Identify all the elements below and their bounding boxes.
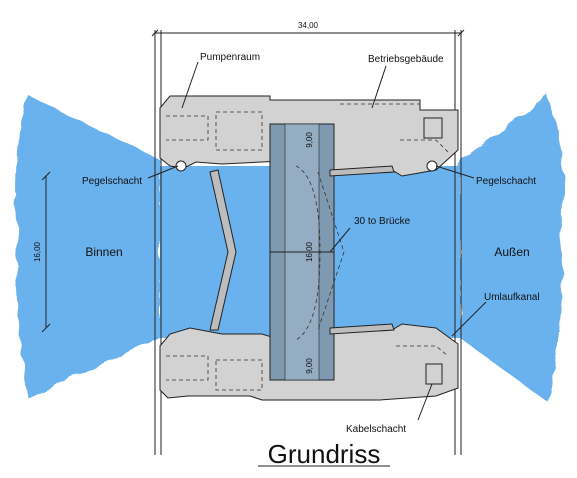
leader-line [451, 301, 487, 337]
label-umlaufkanal: Umlaufkanal [484, 292, 540, 303]
dimension-total-width: 34,00 [298, 21, 319, 30]
label-kabelschacht: Kabelschacht [346, 424, 406, 435]
dimension-tick [151, 29, 159, 37]
pump-room-outline [166, 115, 209, 141]
leader-line [417, 383, 433, 421]
side-label-inner: Binnen [85, 245, 122, 259]
leader-line [147, 165, 179, 179]
drawing-title: Grundriss [268, 439, 381, 469]
leader-line [371, 65, 387, 109]
room-outline [215, 111, 263, 151]
gate-outer-lower [329, 323, 395, 335]
dimension-gate-lower: 9,00 [305, 358, 314, 374]
shaft-outline [423, 117, 443, 139]
cable-shaft-outline [425, 363, 443, 385]
dimension-tick [41, 171, 51, 181]
label-bruecke: 30 to Brücke [354, 216, 411, 227]
water-inner [15, 95, 160, 398]
dimension-gate-upper: 9,00 [305, 132, 314, 148]
leader-line [181, 61, 199, 109]
dimension-tick [457, 29, 465, 37]
channel-outline [400, 139, 449, 153]
side-label-outer: Außen [494, 245, 529, 259]
dimension-tick [41, 323, 51, 333]
channel-outline [396, 345, 449, 357]
leader-line [329, 227, 351, 253]
gauge-shaft-right [426, 160, 438, 172]
gate-inner [209, 169, 237, 331]
gate-outer-upper [329, 165, 395, 177]
label-pegelschacht-right: Pegelschacht [476, 176, 536, 187]
room-outline [166, 355, 209, 381]
dimension-gate-center: 16,00 [305, 241, 314, 262]
room-outline [215, 359, 263, 391]
water-outer [460, 95, 564, 402]
label-betriebsgebaeude: Betriebsgebäude [368, 54, 444, 65]
leader-line [435, 165, 475, 179]
label-pumpenraum: Pumpenraum [200, 52, 260, 63]
gate-swing-outline [317, 171, 345, 331]
gauge-shaft-left [175, 160, 187, 172]
label-pegelschacht-left: Pegelschacht [82, 176, 142, 187]
dimension-chamber-width: 16,00 [33, 241, 42, 262]
